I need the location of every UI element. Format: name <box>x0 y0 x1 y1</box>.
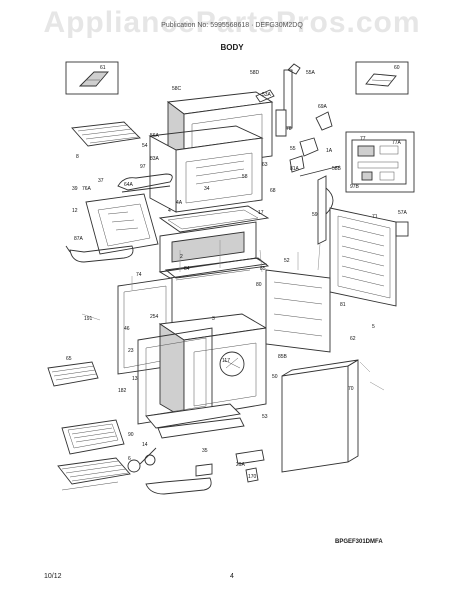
footer-date: 10/12 <box>44 573 62 580</box>
callout-78: 78 <box>286 126 292 132</box>
lower-cabinet-frame <box>117 257 270 375</box>
broil-element <box>65 245 134 263</box>
callout-83A: 83A <box>150 156 160 162</box>
callout-71: 71 <box>372 214 378 220</box>
callout-84: 84 <box>184 266 190 272</box>
inset-box-60 <box>355 61 409 95</box>
callout-80: 80 <box>256 282 262 288</box>
callout-5: 5 <box>372 324 375 330</box>
callout-69A: 69A <box>318 104 328 110</box>
callout-4: 4 <box>168 208 171 214</box>
callout-65: 65 <box>66 356 72 362</box>
callout-182: 182 <box>118 388 127 394</box>
lower-bake-element <box>145 477 212 495</box>
callout-77A: 77A <box>392 140 402 146</box>
back-panel-middle <box>265 269 331 353</box>
callout-97: 97 <box>140 164 146 170</box>
upper-door-assembly <box>158 205 270 279</box>
diagram-code: BPGEF301DMFA <box>335 539 383 545</box>
callout-64A: 64A <box>124 182 134 188</box>
callout-4A: 4A <box>176 200 183 206</box>
callout-3: 3 <box>212 316 215 322</box>
upper-oven-rack <box>71 121 141 147</box>
callout-56A: 56A <box>150 133 160 139</box>
callout-46: 46 <box>124 326 130 332</box>
publication-header: Publication No: 5995568618 · DEFG30M2DQ <box>161 22 303 29</box>
callout-53A: 53A <box>262 92 272 98</box>
callout-76A: 76A <box>82 186 92 192</box>
callout-90: 90 <box>128 432 134 438</box>
callout-55A: 55A <box>306 70 316 76</box>
callout-68: 68 <box>270 188 276 194</box>
callout-85B: 85B <box>278 354 288 360</box>
callout-85: 85 <box>260 266 266 272</box>
callout-58D: 58D <box>250 70 260 76</box>
upper-inner-door-panel <box>85 193 159 255</box>
callout-12: 12 <box>72 208 78 214</box>
callout-13: 13 <box>132 376 138 382</box>
control-board-inset <box>345 131 415 193</box>
callout-23: 23 <box>128 348 134 354</box>
thermostat-and-wiring-upper <box>255 63 341 245</box>
callout-50: 50 <box>272 374 278 380</box>
callout-59: 59 <box>312 212 318 218</box>
callout-58B: 58B <box>332 166 342 172</box>
right-side-panel <box>281 359 359 473</box>
upper-bake-element <box>117 173 173 193</box>
lower-door-frame <box>137 327 241 429</box>
callout-29A: 29A <box>236 462 246 468</box>
callout-34: 34 <box>204 186 210 192</box>
callout-55: 55 <box>290 146 296 152</box>
callout-170: 170 <box>248 474 257 480</box>
callout-117: 117 <box>222 358 230 364</box>
callout-58C: 58C <box>172 86 182 92</box>
lower-oven-rack <box>57 457 131 491</box>
callout-52: 52 <box>284 258 290 264</box>
magnifier-detail-117 <box>219 351 245 377</box>
upper-oven-liner <box>148 125 264 213</box>
callout-54: 54 <box>142 143 148 149</box>
callout-97B: 97B <box>350 184 360 190</box>
bottom-brackets <box>127 417 265 483</box>
callout-81: 81 <box>340 302 346 308</box>
page-number: 4 <box>230 573 234 580</box>
callout-35: 35 <box>202 448 208 454</box>
callout-191: 191 <box>84 316 93 322</box>
callout-63: 63 <box>262 162 268 168</box>
lower-broil-element <box>47 361 99 387</box>
callout-2: 2 <box>180 254 183 260</box>
callout-62: 62 <box>350 336 356 342</box>
inset-box-61 <box>65 61 119 95</box>
right-rear-panel <box>329 207 409 307</box>
callout-1A: 1A <box>326 148 333 154</box>
callout-77: 77 <box>360 136 366 142</box>
callout-81A: 81A <box>290 166 300 172</box>
callout-17: 17 <box>258 210 264 216</box>
watermark: AppliancePartsPros.com <box>43 6 421 39</box>
callout-87A: 87A <box>74 236 84 242</box>
callout-58: 58 <box>242 174 248 180</box>
callout-74: 74 <box>136 272 142 278</box>
broiler-pan <box>61 419 125 455</box>
callout-60: 60 <box>394 65 400 71</box>
callout-53: 53 <box>262 414 268 420</box>
callout-70: 70 <box>348 386 354 392</box>
callout-14: 14 <box>142 442 148 448</box>
callout-8: 8 <box>76 154 79 160</box>
lower-oven-liner <box>158 313 268 419</box>
callout-6: 6 <box>128 456 131 462</box>
callout-39: 39 <box>72 186 78 192</box>
callout-254: 254 <box>150 314 159 320</box>
callout-57A: 57A <box>398 210 408 216</box>
callout-61: 61 <box>100 65 106 71</box>
diagram-title: BODY <box>220 43 244 52</box>
callout-37: 37 <box>98 178 104 184</box>
